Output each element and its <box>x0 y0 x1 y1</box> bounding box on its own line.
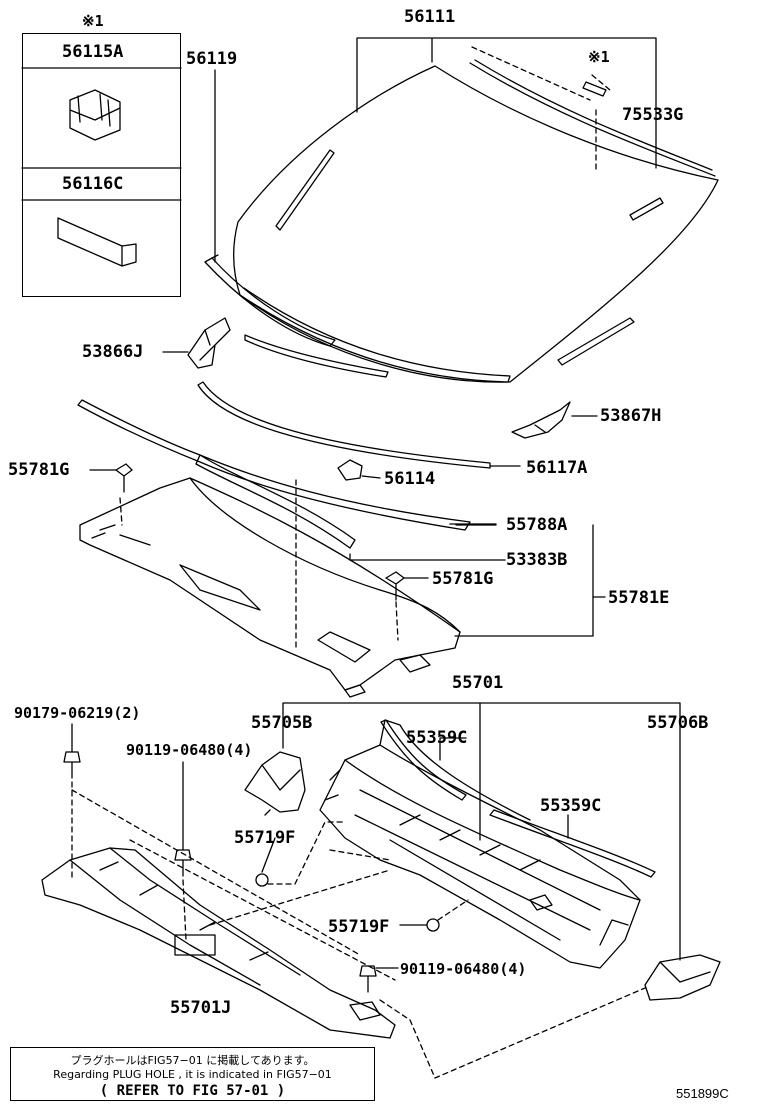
seal-56117A <box>197 381 491 469</box>
clip-55719F-a <box>255 873 269 887</box>
glass-side-strip <box>557 317 635 366</box>
note-english: Regarding PLUG HOLE , it is indicated in… <box>53 1068 332 1081</box>
bolt-90179-06219 <box>63 751 81 779</box>
part-label-56111[interactable]: 56111 <box>404 7 456 27</box>
clip-56114 <box>337 459 363 481</box>
cowl-side-member <box>41 847 396 1039</box>
part-label-53866J[interactable]: 53866J <box>82 342 144 362</box>
figure-code: 551899C <box>676 1086 729 1101</box>
bracket-55705B <box>244 751 306 816</box>
moulding-56119 <box>204 257 336 347</box>
part-label-55701J[interactable]: 55701J <box>170 998 232 1018</box>
part-label-90179-06219[interactable]: 90179-06219(2) <box>14 704 141 722</box>
seal-55359C-a <box>380 719 467 801</box>
part-label-56117A[interactable]: 56117A <box>526 458 588 478</box>
star-marker-inset: ※1 <box>82 12 104 30</box>
part-label-56116C[interactable]: 56116C <box>62 174 124 194</box>
bolt-90119-06480-a <box>174 849 192 877</box>
bracket-55706B <box>644 954 721 1001</box>
part-label-55719F-right[interactable]: 55719F <box>328 917 390 937</box>
star-marker-top: ※1 <box>588 48 610 66</box>
inset-parts <box>21 67 182 267</box>
clip-55719F-b <box>426 918 440 932</box>
windshield-glass <box>233 59 719 383</box>
note-reference-link[interactable]: ( REFER TO FIG 57-01 ) <box>99 1083 286 1099</box>
part-label-75533G[interactable]: 75533G <box>622 105 684 125</box>
part-label-56114[interactable]: 56114 <box>384 469 436 489</box>
bracket-53866J <box>187 317 231 369</box>
part-label-55701[interactable]: 55701 <box>452 673 504 693</box>
bracket-53867H <box>511 401 571 439</box>
clip-55781G-b <box>385 571 405 601</box>
clip-star <box>582 81 607 97</box>
part-label-53867H[interactable]: 53867H <box>600 406 662 426</box>
seal-55359C-b <box>489 809 656 878</box>
part-label-55705B[interactable]: 55705B <box>251 713 313 733</box>
part-label-55359C-lower[interactable]: 55359C <box>540 796 602 816</box>
bolt-90119-06480-b <box>359 965 377 993</box>
inset-box <box>22 33 181 297</box>
part-label-53383B[interactable]: 53383B <box>506 550 568 570</box>
part-label-55359C-upper[interactable]: 55359C <box>406 728 468 748</box>
part-label-90119-06480-left[interactable]: 90119-06480(4) <box>126 741 253 759</box>
part-label-56115A[interactable]: 56115A <box>62 42 124 62</box>
part-label-56119[interactable]: 56119 <box>186 49 238 69</box>
cowl-panel-upper <box>77 399 471 698</box>
part-label-55719F-left[interactable]: 55719F <box>234 828 296 848</box>
clip-55781G-a <box>115 463 133 493</box>
note-japanese: プラグホールはFIG57−01 に掲載してあります。 <box>70 1054 315 1067</box>
part-label-55788A[interactable]: 55788A <box>506 515 568 535</box>
part-label-55706B[interactable]: 55706B <box>647 713 709 733</box>
part-label-55781G-left[interactable]: 55781G <box>8 460 70 480</box>
cowl-panel-lower <box>319 719 641 969</box>
part-label-90119-06480-right[interactable]: 90119-06480(4) <box>400 960 527 978</box>
part-label-55781G-right[interactable]: 55781G <box>432 569 494 589</box>
part-label-55781E[interactable]: 55781E <box>608 588 670 608</box>
reference-note-box: プラグホールはFIG57−01 に掲載してあります。 Regarding PLU… <box>10 1047 375 1101</box>
